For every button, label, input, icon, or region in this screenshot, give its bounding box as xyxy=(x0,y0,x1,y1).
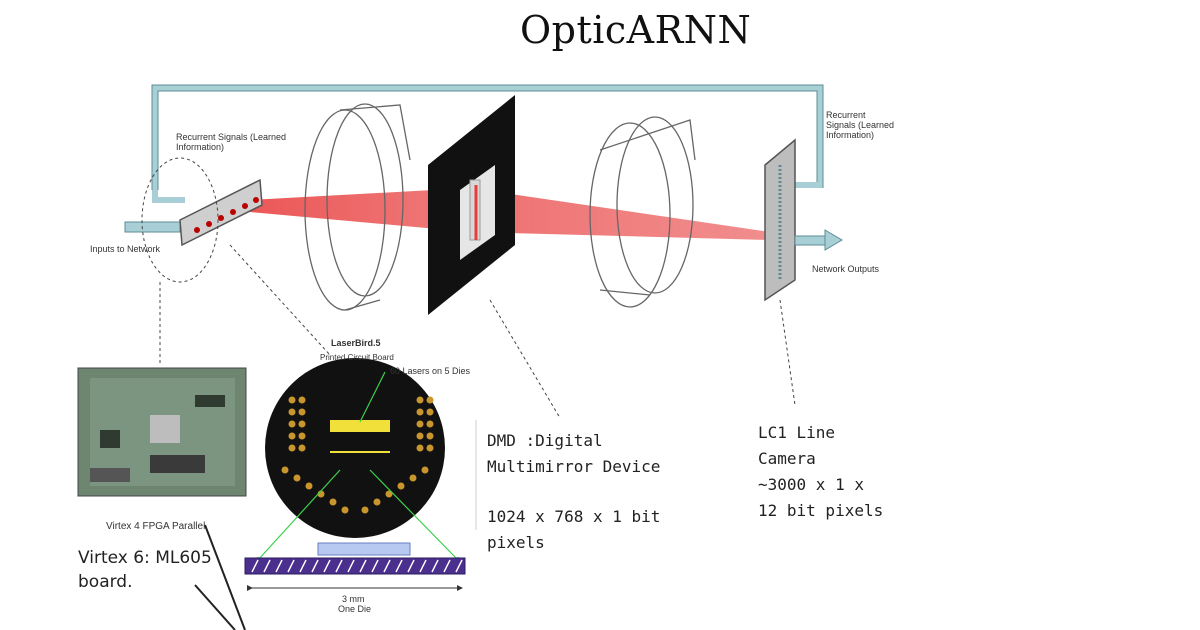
label-laser-count: 60 Lasers on 5 Dies xyxy=(390,366,471,376)
label-recurrent-right: Recurrent Signals (Learned Information) xyxy=(826,110,895,140)
label-dmd-spec: 1024 x 768 x 1 bit pixels xyxy=(487,507,661,552)
label-scale-caption: One Die xyxy=(338,604,372,614)
label-laser-pcb: Printed Circuit Board xyxy=(320,353,394,362)
label-fpga-caption: Virtex 4 FPGA Parallel xyxy=(106,521,206,532)
lens-right xyxy=(589,116,696,308)
leader-laser xyxy=(229,244,331,356)
pointer-arrow xyxy=(194,524,246,630)
die-strip xyxy=(244,542,466,591)
label-dmd-name: DMD :Digital Multimirror Device xyxy=(487,431,661,476)
dmd-device xyxy=(428,95,515,315)
label-scale-value: 3 mm xyxy=(342,594,365,604)
label-inputs: Inputs to Network xyxy=(90,244,161,254)
laser-die-photo xyxy=(255,358,461,563)
line-camera xyxy=(764,138,796,302)
leader-camera xyxy=(779,299,796,406)
label-outputs: Network Outputs xyxy=(812,264,880,274)
diagram-title: OpticARNN xyxy=(520,8,752,52)
recurrent-feedback-pipe-outline xyxy=(151,84,824,190)
output-arrow-icon xyxy=(794,229,843,251)
label-fpga-board: Virtex 6: ML605 board. xyxy=(78,548,212,592)
lens-left xyxy=(304,103,411,311)
label-camera: LC1 Line Camera ~3000 x 1 x 12 bit pixel… xyxy=(758,423,884,520)
laser-array-panel xyxy=(179,178,263,247)
label-laser-title: LaserBird.5 xyxy=(331,338,381,348)
leader-dmd xyxy=(489,299,561,419)
feedback-inlet xyxy=(152,190,185,203)
label-recurrent-left: Recurrent Signals (Learned Information) xyxy=(176,132,287,152)
fpga-board-image xyxy=(77,367,247,497)
recurrent-feedback-pipe xyxy=(152,85,823,190)
recurrent-loop-left xyxy=(141,157,219,283)
input-arrow-icon xyxy=(124,221,181,233)
